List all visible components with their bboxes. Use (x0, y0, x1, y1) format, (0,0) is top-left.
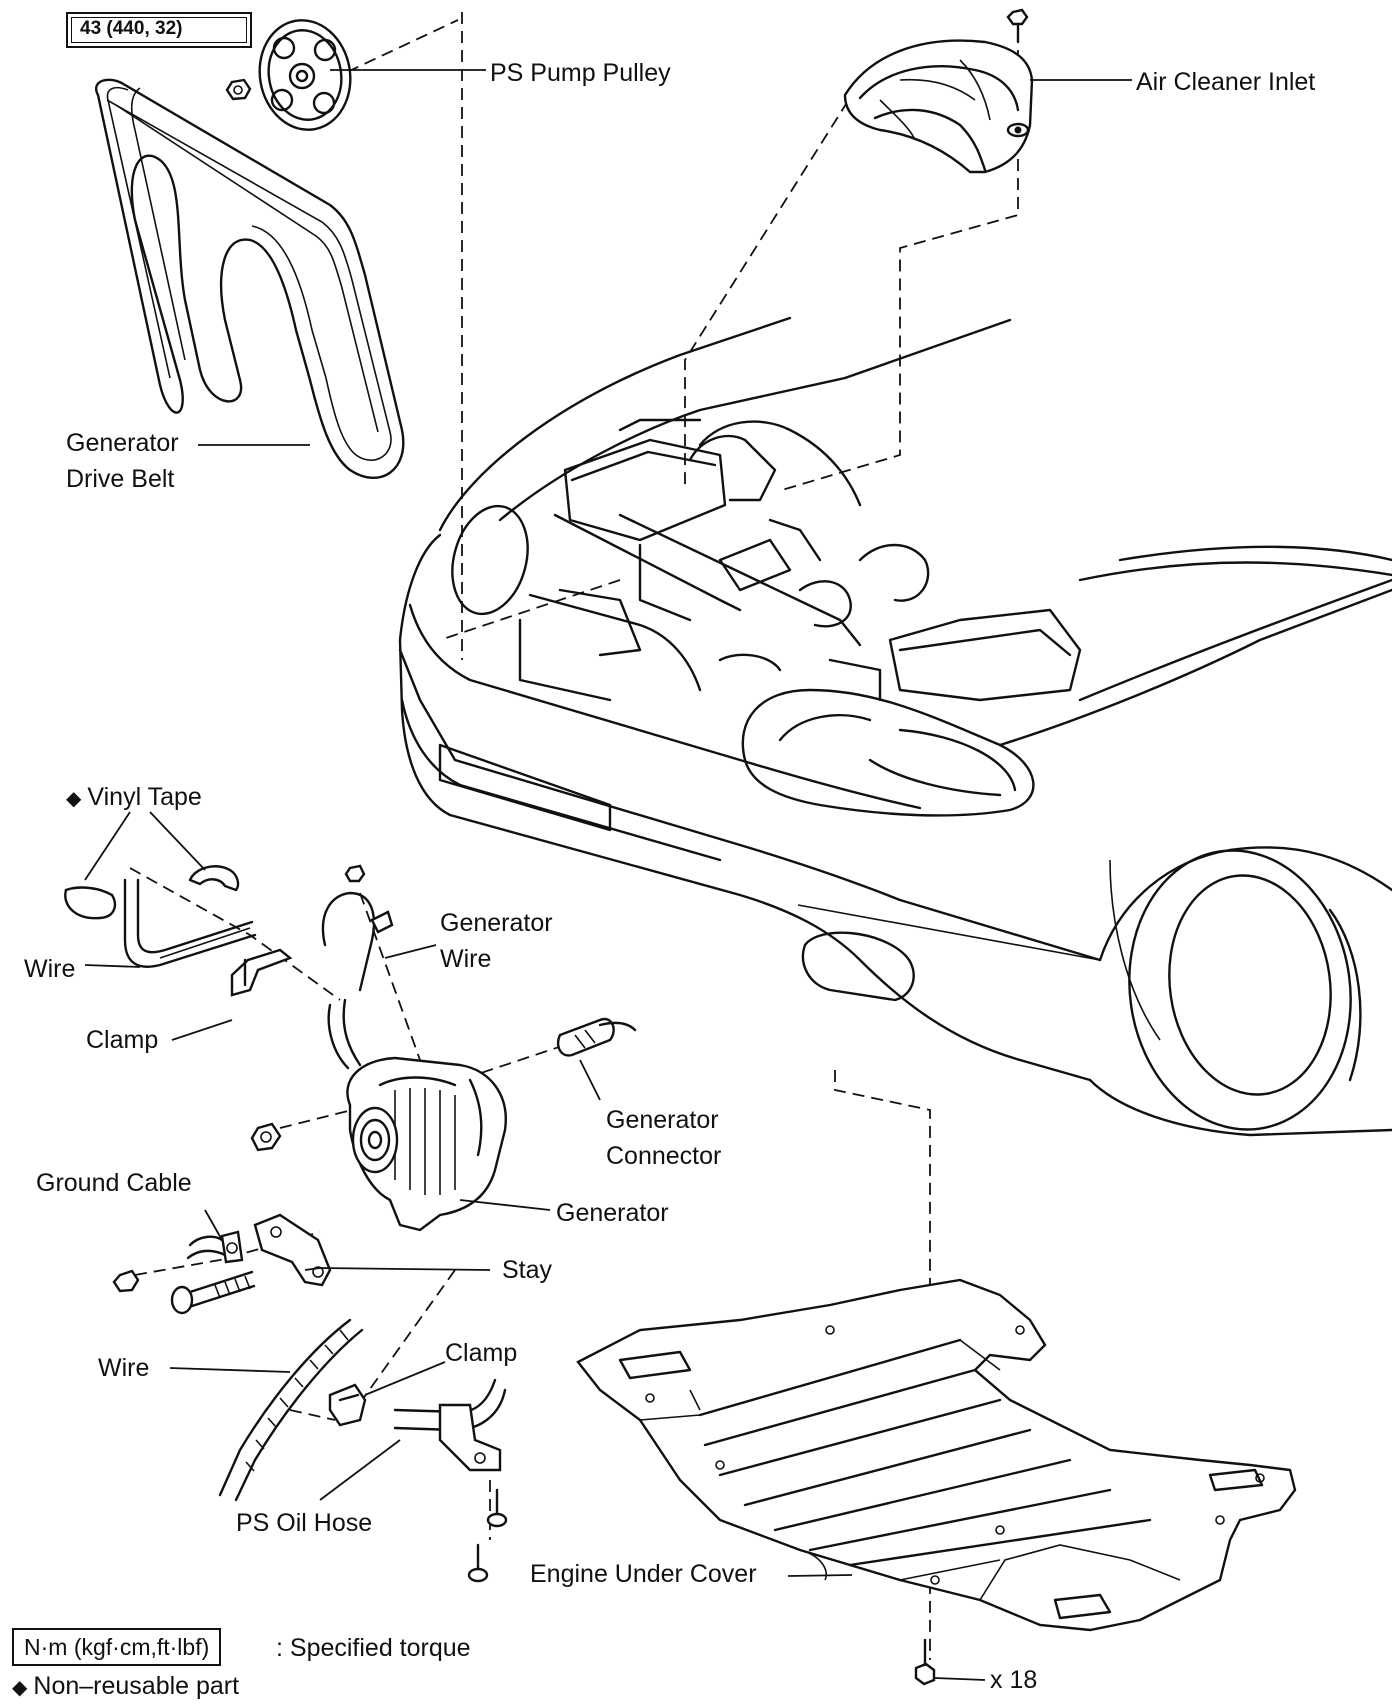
hose-bolts (467, 1488, 508, 1583)
label-clamp-upper: Clamp (86, 1026, 159, 1054)
stay-nut (112, 1269, 140, 1293)
generator-connector (556, 1017, 637, 1057)
label-engine-under-cover: Engine Under Cover (530, 1560, 757, 1588)
label-ground-cable: Ground Cable (36, 1169, 192, 1197)
assembly-lines (129, 12, 1019, 1660)
non-reusable-symbol: ◆ (66, 788, 82, 810)
label-wire-upper: Wire (24, 955, 76, 983)
non-reusable-symbol: ◆ (12, 1677, 28, 1699)
label-generator-connector-line1: Generator (606, 1106, 719, 1134)
screw-top (1006, 8, 1029, 44)
label-generator-drive-belt-line2: Drive Belt (66, 465, 175, 493)
torque-spec-value: 43 (440, 32) (80, 18, 183, 39)
label-generator-drive-belt-line1: Generator (66, 429, 179, 457)
vinyl-tape-pieces (64, 865, 240, 920)
label-clamp-lower: Clamp (445, 1339, 518, 1367)
label-generator-connector-line2: Connector (606, 1142, 722, 1170)
generator-wire (321, 891, 394, 1070)
vehicle-body (398, 316, 1392, 1137)
pulley-nut (225, 78, 252, 101)
label-vinyl-tape-text: Vinyl Tape (87, 783, 202, 811)
legend-non-reusable-text: Non–reusable part (33, 1672, 240, 1700)
ground-cable (186, 1230, 244, 1264)
legend-torque-units: N·m (kgf·cm,ft·lbf) (12, 1628, 222, 1666)
legend-torque-desc: : Specified torque (276, 1634, 471, 1662)
label-generator-wire-line1: Generator (440, 909, 553, 937)
label-wire-lower: Wire (98, 1354, 150, 1382)
torque-spec-box: 43 (440, 32) (66, 12, 252, 48)
label-bolt-count: x 18 (990, 1666, 1038, 1694)
label-vinyl-tape: ◆Vinyl Tape (66, 779, 202, 817)
clamp-upper (230, 948, 293, 997)
generator-nut (250, 1122, 282, 1152)
label-stay: Stay (502, 1256, 553, 1284)
under-cover-bolt (914, 1638, 936, 1686)
label-generator-wire-line2: Wire (440, 945, 492, 973)
wire-upper (123, 878, 257, 968)
label-ps-pump-pulley: PS Pump Pulley (490, 59, 671, 87)
label-generator: Generator (556, 1199, 669, 1227)
screw-inlet (1006, 122, 1030, 138)
ps-oil-hose (393, 1378, 507, 1472)
label-air-cleaner-inlet: Air Cleaner Inlet (1136, 68, 1316, 96)
stay-bolt (170, 1270, 256, 1315)
air-cleaner-inlet (843, 39, 1034, 174)
generator (346, 1056, 507, 1232)
wire-lower (218, 1318, 364, 1502)
ps-pump-pulley (258, 19, 352, 131)
stay (253, 1213, 332, 1287)
clamp-lower (328, 1383, 367, 1427)
engine-under-cover (576, 1278, 1297, 1632)
generator-drive-belt (95, 78, 405, 480)
label-ps-oil-hose: PS Oil Hose (236, 1509, 373, 1537)
terminal-nut (344, 864, 366, 883)
leader-lines (84, 20, 1132, 1681)
legend-non-reusable: ◆Non–reusable part (12, 1668, 239, 1706)
